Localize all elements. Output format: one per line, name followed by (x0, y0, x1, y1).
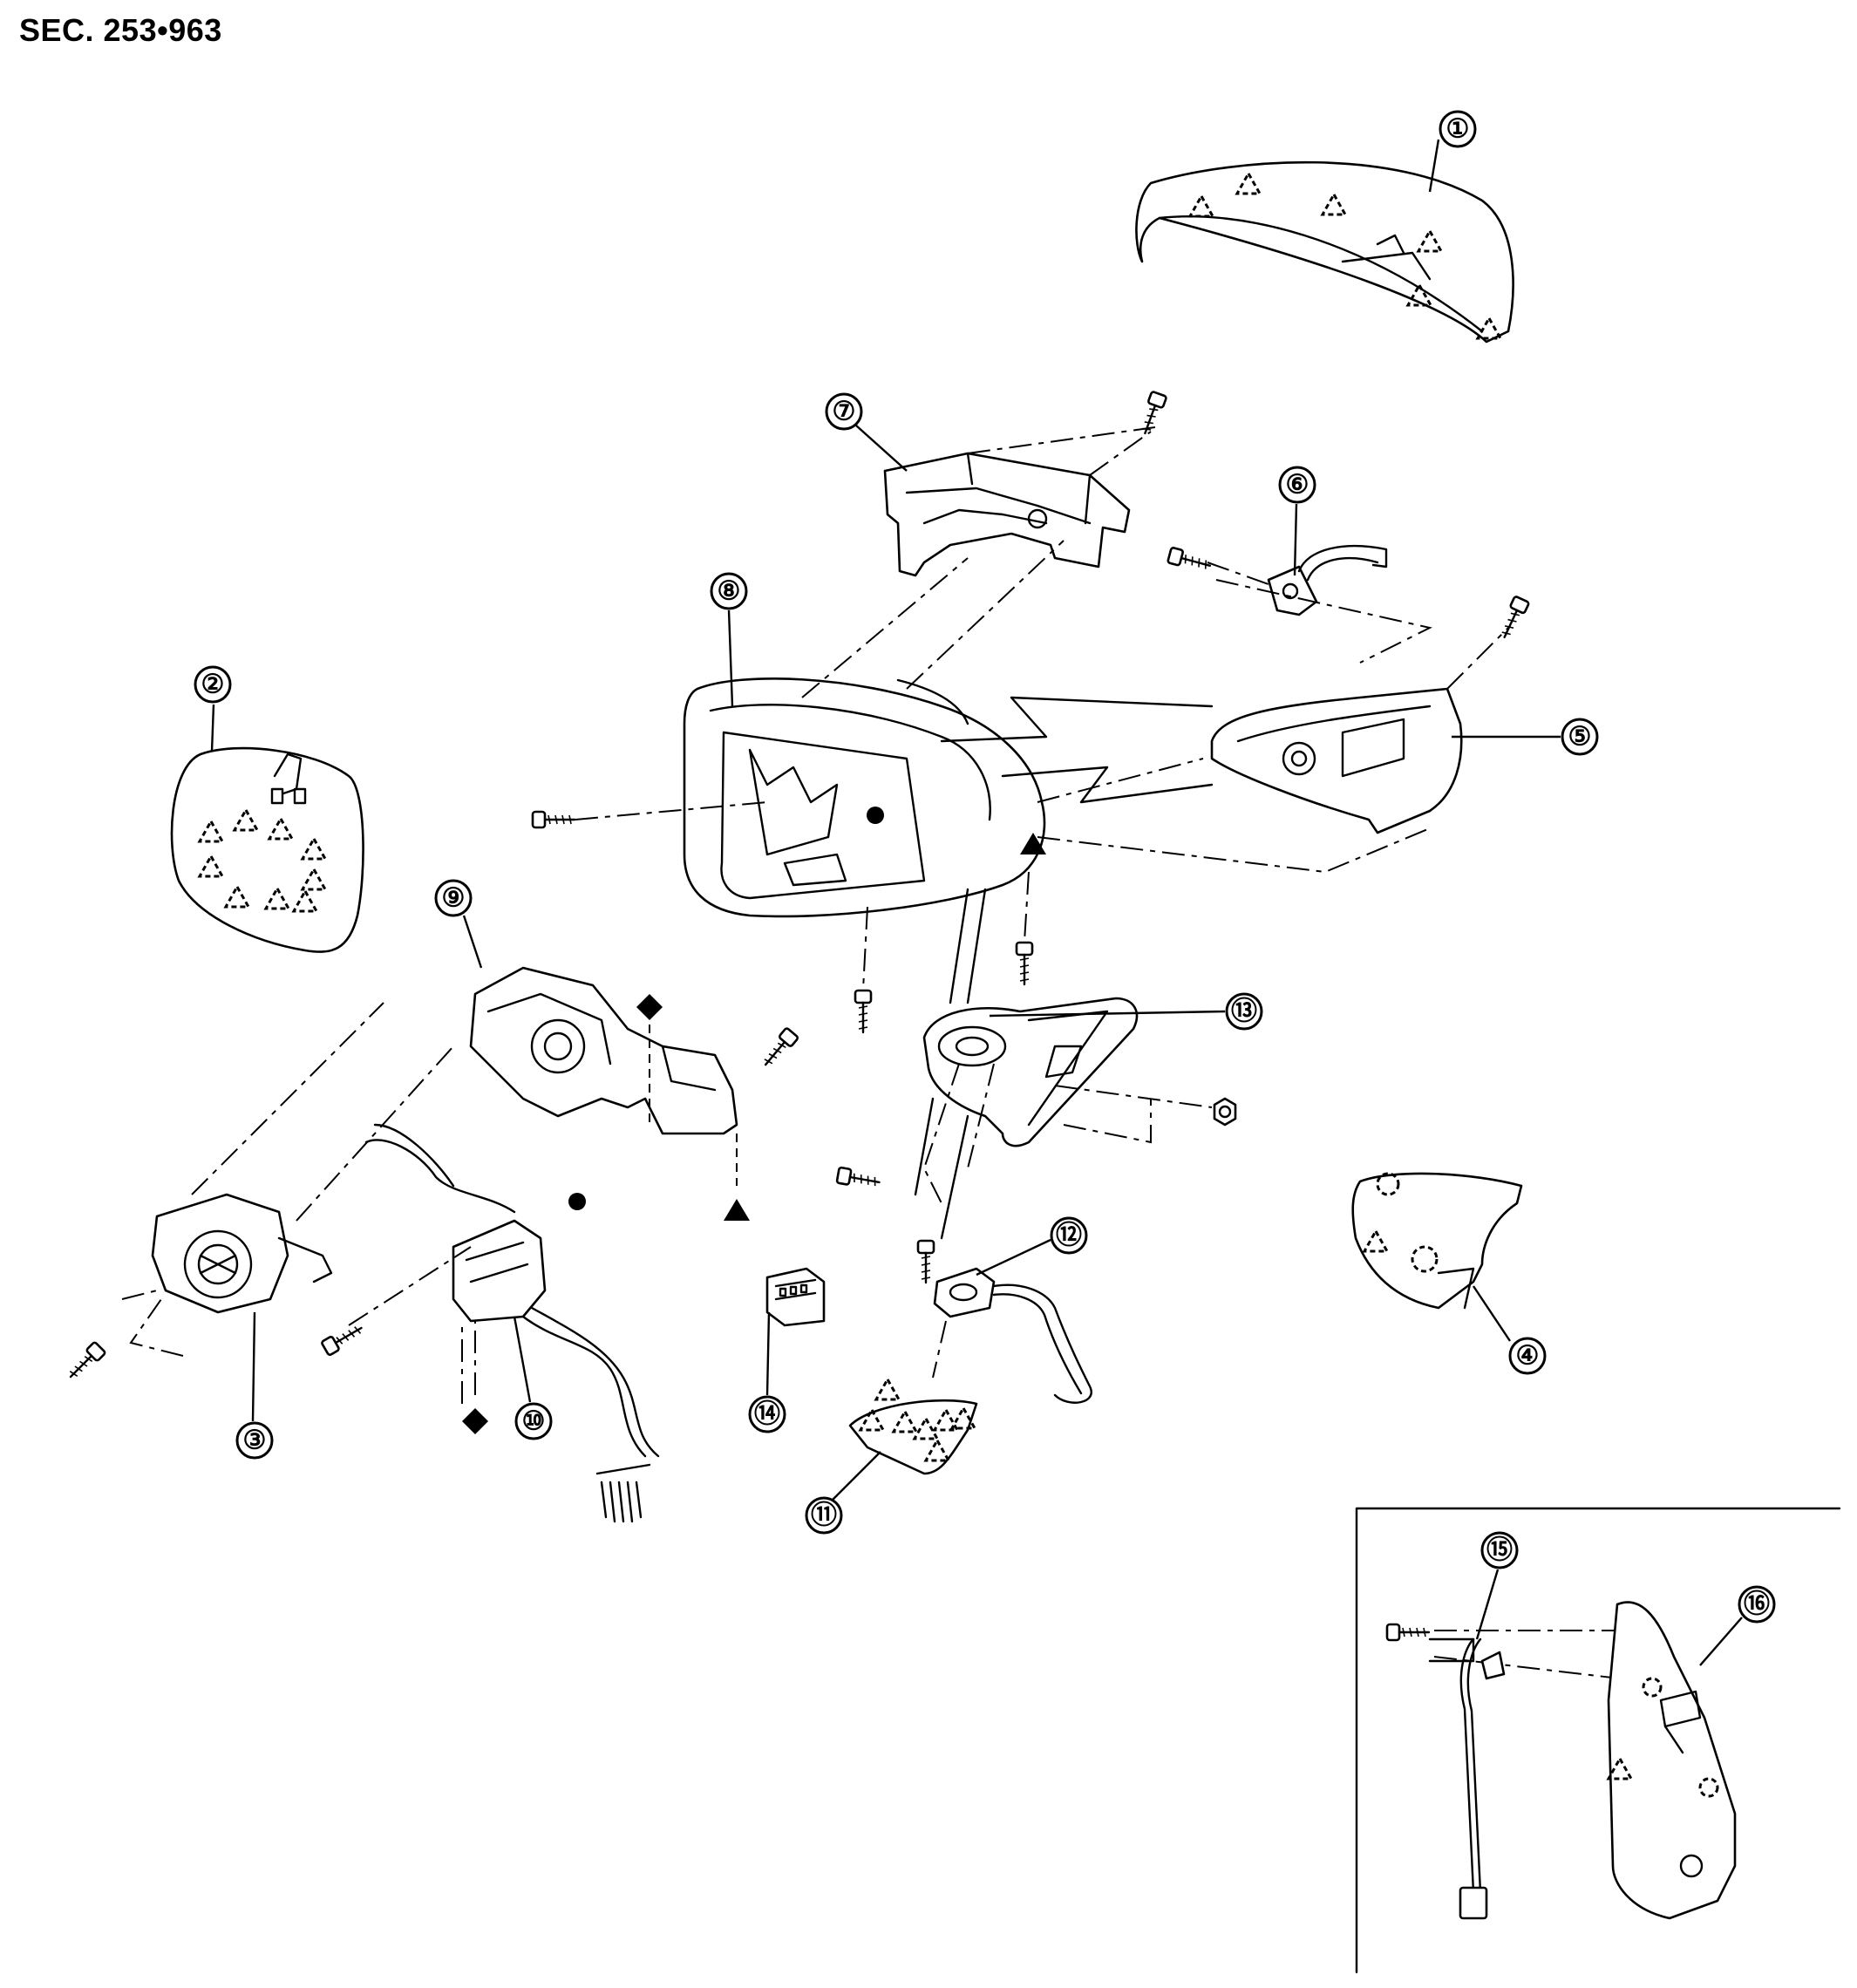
callout-part-10: ⑩ (514, 1402, 553, 1440)
callout-part-3: ③ (235, 1421, 274, 1460)
callout-part-7: ⑦ (825, 392, 863, 431)
svg-text:⑪: ⑪ (811, 1501, 837, 1530)
callout-part-16: ⑯ (1738, 1585, 1776, 1624)
svg-text:⑬: ⑬ (1231, 997, 1257, 1026)
part-9-actuator-mount (469, 966, 882, 1221)
svg-text:⑨: ⑨ (442, 884, 466, 913)
svg-text:①: ① (1446, 115, 1470, 144)
svg-text:⑦: ⑦ (833, 398, 856, 426)
svg-text:③: ③ (243, 1426, 267, 1455)
part-11-cover (848, 1378, 978, 1475)
callout-part-13: ⑬ (1225, 992, 1263, 1031)
callout-part-5: ⑤ (1561, 718, 1599, 756)
svg-text:⑩: ⑩ (522, 1407, 546, 1436)
part-6-harness (1166, 544, 1388, 616)
callout-part-9: ⑨ (434, 879, 473, 917)
svg-text:⑯: ⑯ (1744, 1590, 1770, 1619)
part-5-base-cover (1210, 595, 1531, 834)
callout-part-8: ⑧ (710, 572, 748, 610)
part-14-connector (765, 1267, 826, 1327)
svg-text:⑥: ⑥ (1286, 471, 1309, 500)
svg-text:⑫: ⑫ (1056, 1222, 1082, 1250)
part-10-motor-harness (320, 1123, 660, 1523)
part-3-actuator (64, 1002, 454, 1384)
part-7-bracket (883, 390, 1168, 577)
svg-text:⑭: ⑭ (754, 1400, 780, 1429)
callout-part-6: ⑥ (1278, 466, 1316, 504)
callout-part-4: ④ (1508, 1337, 1547, 1375)
part-8-mirror-housing (531, 677, 1046, 1034)
svg-text:④: ④ (1516, 1342, 1540, 1371)
callout-part-14: ⑭ (748, 1395, 786, 1433)
callout-part-1: ① (1439, 110, 1477, 148)
alignment-lines (801, 540, 1432, 874)
callout-part-12: ⑫ (1050, 1216, 1088, 1255)
section-code: SEC. 253•963 (19, 12, 222, 48)
callout-part-11: ⑪ (805, 1496, 843, 1535)
part-2-mirror-glass (170, 746, 364, 953)
svg-text:⑧: ⑧ (718, 577, 741, 606)
svg-text:②: ② (201, 671, 225, 699)
part-4-corner-cover (1351, 1172, 1523, 1310)
svg-text:⑤: ⑤ (1568, 723, 1592, 752)
callout-part-15: ⑮ (1480, 1531, 1519, 1569)
part-13-pivot-base (914, 888, 1237, 1240)
part-12-sensor-harness (916, 1239, 1092, 1404)
part-1-mirror-cover (1135, 160, 1514, 344)
svg-text:⑮: ⑮ (1486, 1536, 1513, 1565)
inset-detail-box (1355, 1507, 1841, 1974)
callout-part-2: ② (194, 665, 232, 704)
